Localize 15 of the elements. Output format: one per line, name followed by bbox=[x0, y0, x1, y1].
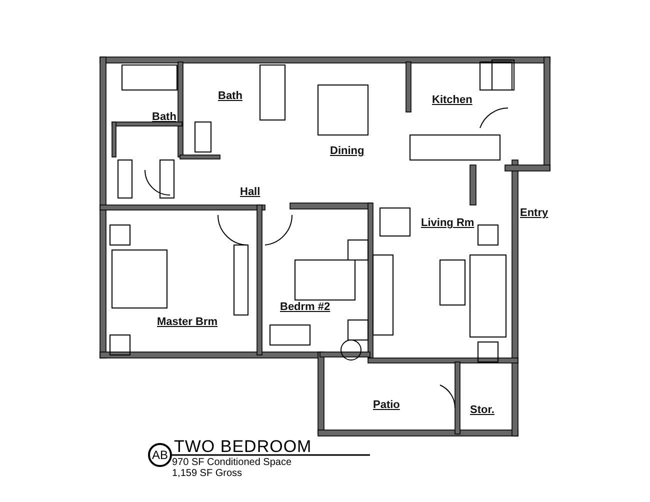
plan-type-badge: AB bbox=[148, 443, 172, 467]
room-label: Kitchen bbox=[432, 95, 472, 106]
room-label: Bath bbox=[218, 91, 242, 102]
room-label: Bedrm #2 bbox=[280, 302, 330, 313]
room-label: Patio bbox=[373, 400, 400, 411]
room-label: Stor. bbox=[470, 405, 494, 416]
room-label: Dining bbox=[330, 146, 364, 157]
room-label: Hall bbox=[240, 187, 260, 198]
room-label: Entry bbox=[520, 208, 548, 219]
plan-title: TWO BEDROOM bbox=[174, 438, 312, 455]
area-note: 1,159 SF Gross bbox=[172, 469, 242, 479]
room-label: Living Rm bbox=[421, 218, 474, 229]
room-label: Bath bbox=[152, 112, 176, 123]
room-label: Master Brm bbox=[157, 317, 218, 328]
area-note: 970 SF Conditioned Space bbox=[172, 458, 292, 468]
